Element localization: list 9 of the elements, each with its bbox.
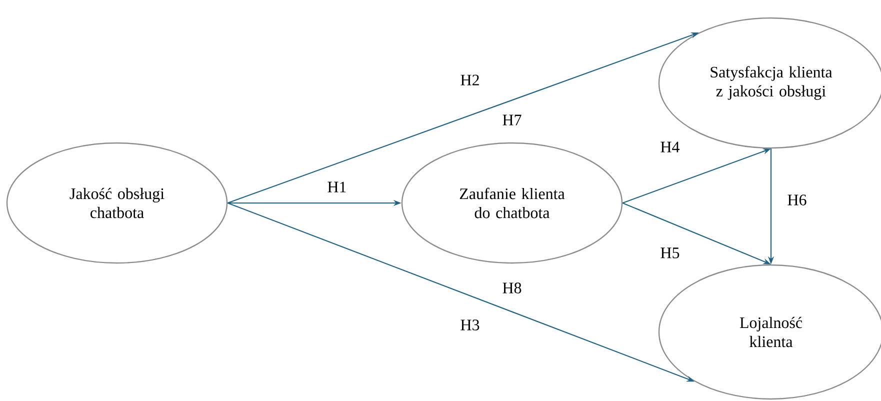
edge-label: H1 (328, 182, 346, 192)
hypothesis-label: H8 (502, 282, 522, 294)
edge-label: H6 (788, 194, 806, 206)
edge-label: H5 (660, 248, 680, 258)
hypothesis-label: H7 (502, 114, 522, 126)
edge-label: H3 (460, 320, 480, 330)
ellipse-node: Zaufanie klienta do chatbota (401, 142, 623, 264)
ellipse-node: Jakość obsługi chatbota (6, 142, 228, 264)
edge-label: H2 (460, 74, 479, 86)
